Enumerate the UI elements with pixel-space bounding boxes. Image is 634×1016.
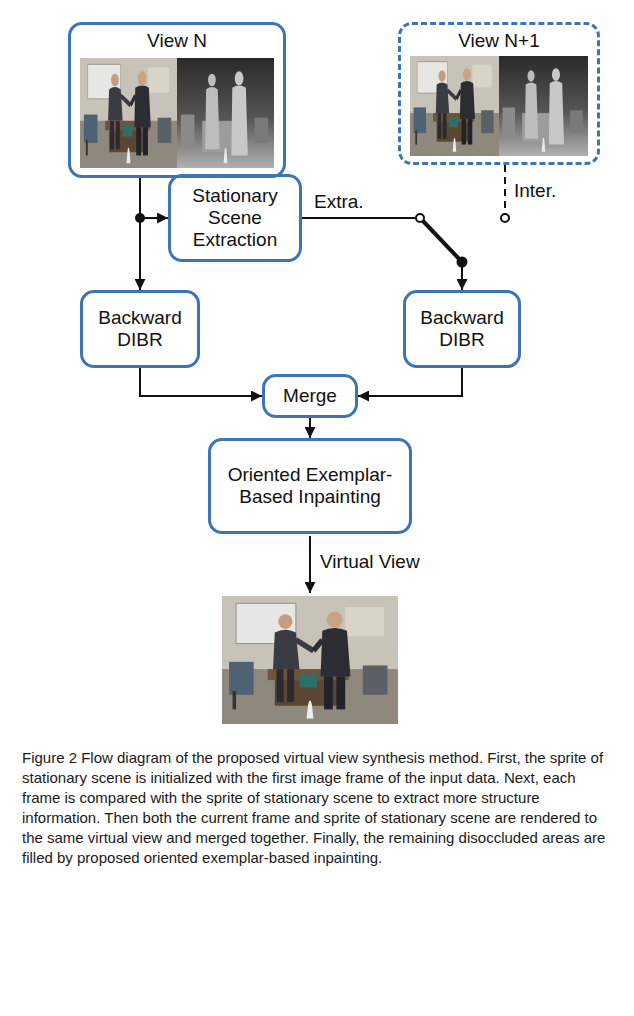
branch-dot xyxy=(135,213,145,223)
color-image xyxy=(80,58,177,168)
arrow-connector xyxy=(140,368,262,396)
switch-contact xyxy=(416,214,424,222)
depth-image xyxy=(499,56,588,156)
view-n-thumbnail xyxy=(80,58,274,168)
edge-label: Inter. xyxy=(512,180,558,202)
node-label: Merge xyxy=(283,385,337,407)
process-box: Stationary Scene Extraction xyxy=(168,174,302,262)
view-n1-thumbnail xyxy=(410,56,588,156)
output-arrow xyxy=(309,536,311,593)
output-image xyxy=(222,596,398,724)
color-image xyxy=(410,56,499,156)
arrow-connector xyxy=(302,218,462,290)
arrow-connector xyxy=(358,368,462,396)
switch-pivot xyxy=(457,257,468,268)
dashed-connector xyxy=(504,165,506,214)
process-box: Backward DIBR xyxy=(403,290,521,368)
process-box: Merge xyxy=(262,374,358,418)
virtual-view-output xyxy=(222,596,398,724)
figure-caption: Figure 2 Flow diagram of the proposed vi… xyxy=(22,748,612,868)
node-label: Backward DIBR xyxy=(414,307,510,351)
arrow-connector xyxy=(309,418,311,438)
process-box: Oriented Exemplar-Based Inpainting xyxy=(208,438,412,534)
process-box: Backward DIBR xyxy=(80,290,200,368)
node-label: View N+1 xyxy=(458,30,540,52)
switch-contact xyxy=(501,214,509,222)
output-label: Virtual View xyxy=(318,551,422,573)
node-label: Stationary Scene Extraction xyxy=(179,185,291,251)
arrow-connector xyxy=(140,178,168,218)
node-label: Oriented Exemplar-Based Inpainting xyxy=(219,464,401,508)
edge-label: Extra. xyxy=(312,191,366,213)
node-label: Backward DIBR xyxy=(91,307,189,351)
view-box: View N+1 xyxy=(398,22,600,165)
view-box: View N xyxy=(68,22,286,178)
depth-image xyxy=(177,58,274,168)
switch-lever xyxy=(423,221,462,262)
node-label: View N xyxy=(147,30,207,52)
